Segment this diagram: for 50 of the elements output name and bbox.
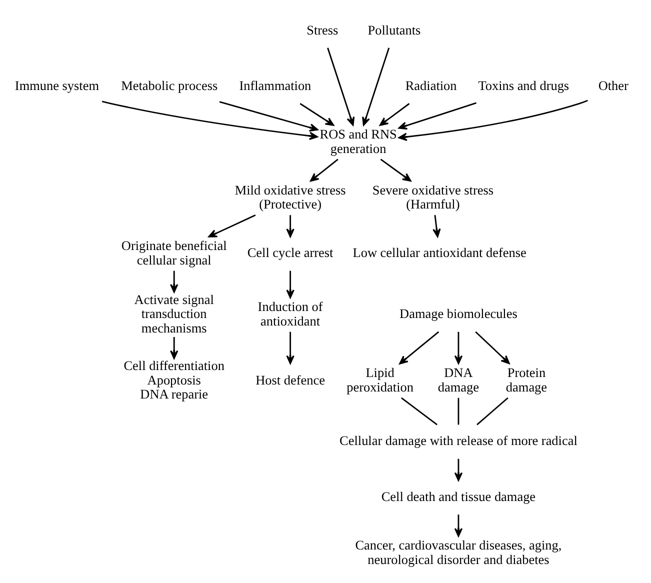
connector (458, 397, 460, 424)
node-text: DNA damage (438, 364, 480, 394)
node-text: Severe oxidative stress (Harmful) (372, 182, 494, 212)
node-text: Activate signal transduction mechanisms (134, 292, 214, 335)
arrow (432, 214, 441, 237)
arrow (380, 158, 412, 182)
arrow (454, 514, 463, 536)
node-text: Immune system (14, 78, 99, 93)
node-text: Lipid peroxidation (346, 364, 414, 394)
arrow (170, 270, 178, 292)
node-text: Other (598, 78, 628, 93)
node-text: Originate beneficial cellular signal (121, 238, 227, 267)
node-text: Cancer, cardiovascular diseases, aging, neurological disorder and diabetes (355, 537, 562, 566)
node-text: Cellular damage with release of more radical (340, 432, 578, 448)
node-text: Mild oxidative stress (Protective) (234, 182, 346, 212)
arrow (398, 99, 588, 140)
arrow (398, 102, 476, 130)
node-text: Protein damage (506, 364, 548, 394)
node-text: Damage biomolecules (400, 306, 518, 321)
node-text: Inflammation (239, 78, 312, 93)
arrow (327, 47, 355, 126)
arrow (286, 331, 294, 364)
node-text: ROS and RNS generation (320, 126, 397, 156)
node-text: Radiation (405, 78, 457, 93)
arrow (286, 214, 294, 237)
node-text: Toxins and drugs (478, 78, 570, 93)
arrow (310, 158, 338, 182)
node-text: Low cellular antioxidant defense (352, 244, 526, 260)
arrow (102, 100, 318, 140)
arrow (170, 336, 178, 359)
arrow (300, 102, 334, 126)
arrow (208, 214, 256, 237)
connector (401, 396, 438, 425)
arrow (399, 330, 440, 364)
connector (476, 396, 508, 425)
node-text: Cell cycle arrest (247, 244, 334, 260)
arrow (454, 458, 463, 481)
arrow (475, 330, 510, 364)
arrow (219, 100, 318, 132)
arrow (379, 102, 410, 126)
node-text: Stress (306, 22, 338, 37)
arrow (362, 47, 390, 126)
node-text: Host defence (256, 372, 325, 387)
arrow (286, 270, 294, 298)
node-text: Metabolic process (121, 78, 218, 93)
node-text: Induction of antioxidant (258, 298, 323, 328)
node-text: Cell death and tissue damage (381, 488, 536, 504)
arrow (454, 331, 463, 364)
node-text: Cell differentiation Apoptosis DNA reparie (124, 358, 224, 401)
node-text: Pollutants (368, 22, 421, 37)
